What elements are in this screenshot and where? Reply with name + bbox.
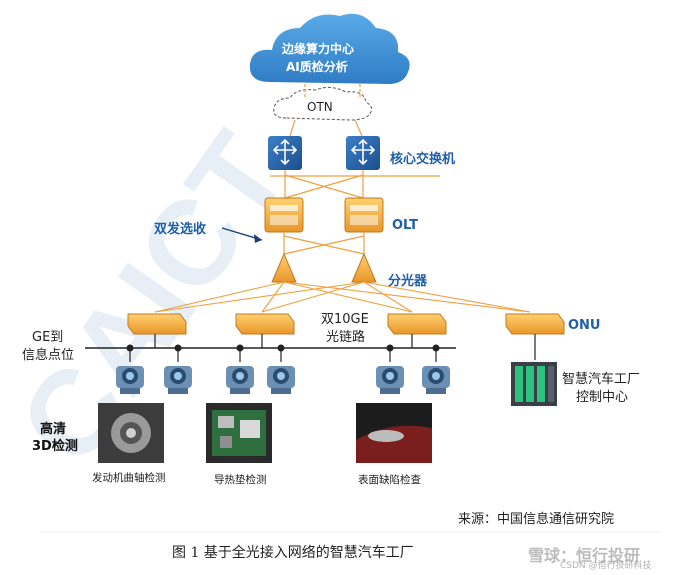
ge-label-line2: 信息点位 bbox=[22, 348, 75, 363]
control-center-line1: 智慧汽车工厂 bbox=[562, 372, 641, 387]
olt-label: OLT bbox=[392, 218, 419, 233]
control-center-line2: 控制中心 bbox=[576, 390, 629, 405]
figure-caption: 图 1 基于全光接入网络的智慧汽车工厂 bbox=[172, 545, 414, 561]
corner-watermark-main: 雪球：恒行投研 bbox=[528, 546, 641, 565]
dual-feed-label: 双发选收 bbox=[154, 222, 207, 237]
onu-label: ONU bbox=[568, 318, 601, 333]
photo-thermal-pad bbox=[206, 403, 272, 463]
cloud-title-line1: 边缘算力中心 bbox=[282, 42, 355, 56]
olt-left bbox=[264, 197, 304, 233]
cloud-title-line2: AI质检分析 bbox=[286, 60, 348, 74]
onu-3 bbox=[387, 313, 447, 335]
core-switch-right bbox=[346, 136, 380, 170]
control-center-rack bbox=[511, 362, 557, 406]
ge-label-line1: GE到 bbox=[32, 330, 64, 345]
splitter-onu-links bbox=[154, 281, 531, 313]
photo-caption-surface-defect: 表面缺陷检查 bbox=[358, 474, 421, 486]
switch-olt-links bbox=[270, 170, 440, 199]
photo-surface-defect bbox=[356, 403, 432, 463]
edge-compute-cloud bbox=[249, 13, 410, 84]
hd3d-label-line1: 高清 bbox=[40, 422, 67, 437]
otn-label: OTN bbox=[307, 100, 333, 114]
corner-watermark-small: CSDN @恒行投研科技 bbox=[560, 561, 652, 571]
olt-right bbox=[344, 197, 384, 233]
splitter-right bbox=[351, 252, 377, 283]
photo-caption-crankshaft: 发动机曲轴检测 bbox=[92, 472, 166, 484]
link-label-line1: 双10GE bbox=[321, 312, 369, 327]
onu-2 bbox=[235, 313, 295, 335]
camera-group bbox=[116, 366, 450, 394]
splitter-left bbox=[271, 252, 297, 283]
core-switch-left bbox=[268, 136, 302, 170]
onu-4 bbox=[505, 313, 565, 335]
core-switch-label: 核心交换机 bbox=[390, 152, 456, 167]
photo-caption-thermal-pad: 导热垫检测 bbox=[214, 474, 267, 486]
otn-cloud bbox=[273, 86, 372, 121]
link-label-line2: 光链路 bbox=[326, 330, 366, 345]
hd3d-label-line2: 3D检测 bbox=[32, 439, 78, 454]
splitter-label: 分光器 bbox=[388, 274, 428, 289]
onu-1 bbox=[127, 313, 187, 335]
source-text: 来源：中国信息通信研究院 bbox=[458, 512, 615, 527]
photo-crankshaft bbox=[98, 403, 164, 463]
